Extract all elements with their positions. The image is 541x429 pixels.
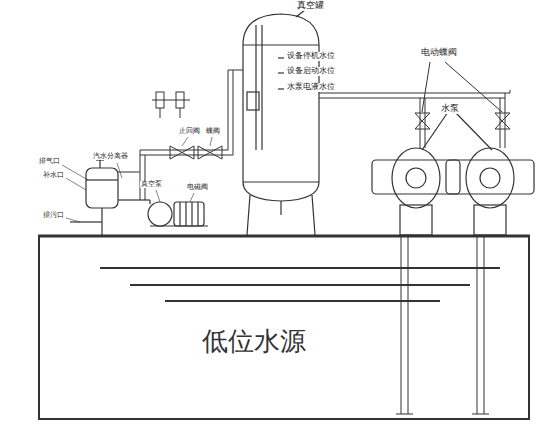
- vacuum-pipe: [118, 70, 243, 200]
- reservoir-label: 低位水源: [0, 324, 528, 359]
- check-valve: [170, 146, 194, 159]
- water-reservoir: 低位水源: [38, 236, 530, 420]
- vacuum-pump: [148, 200, 208, 226]
- part-label: 蝶阀: [205, 128, 221, 135]
- discharge-pipe: [319, 62, 510, 148]
- part-label: 补水口: [42, 172, 65, 179]
- separator-tank: [70, 160, 150, 236]
- part-label: 水泵电液水位: [286, 83, 336, 92]
- ground-slab: [38, 235, 530, 238]
- part-label: 真空罐: [296, 1, 325, 11]
- part-label: 设备启动水位: [286, 67, 336, 76]
- part-label: 止回阀: [178, 128, 201, 135]
- part-label: 排气口: [38, 158, 61, 165]
- valve-detail: [152, 92, 190, 118]
- part-label: 电磁阀: [186, 184, 209, 191]
- water-pump: [372, 112, 534, 235]
- vacuum-tank: [243, 10, 319, 235]
- leader-line: [62, 137, 212, 222]
- water-line: [100, 267, 500, 269]
- butterfly-valve: [495, 113, 510, 129]
- suction-pipe: [396, 236, 489, 414]
- part-label: 设备停机水位: [286, 52, 336, 61]
- water-line: [130, 284, 470, 286]
- part-label: 真空泵: [140, 181, 163, 188]
- solenoid-valve: [198, 146, 222, 159]
- part-label: 水泵: [440, 104, 460, 114]
- water-line: [165, 300, 440, 302]
- part-label: 汽水分离器: [92, 153, 129, 160]
- butterfly-valve: [415, 113, 430, 129]
- part-label: 排污口: [42, 212, 65, 219]
- part-label: 电动蝶阀: [420, 48, 458, 58]
